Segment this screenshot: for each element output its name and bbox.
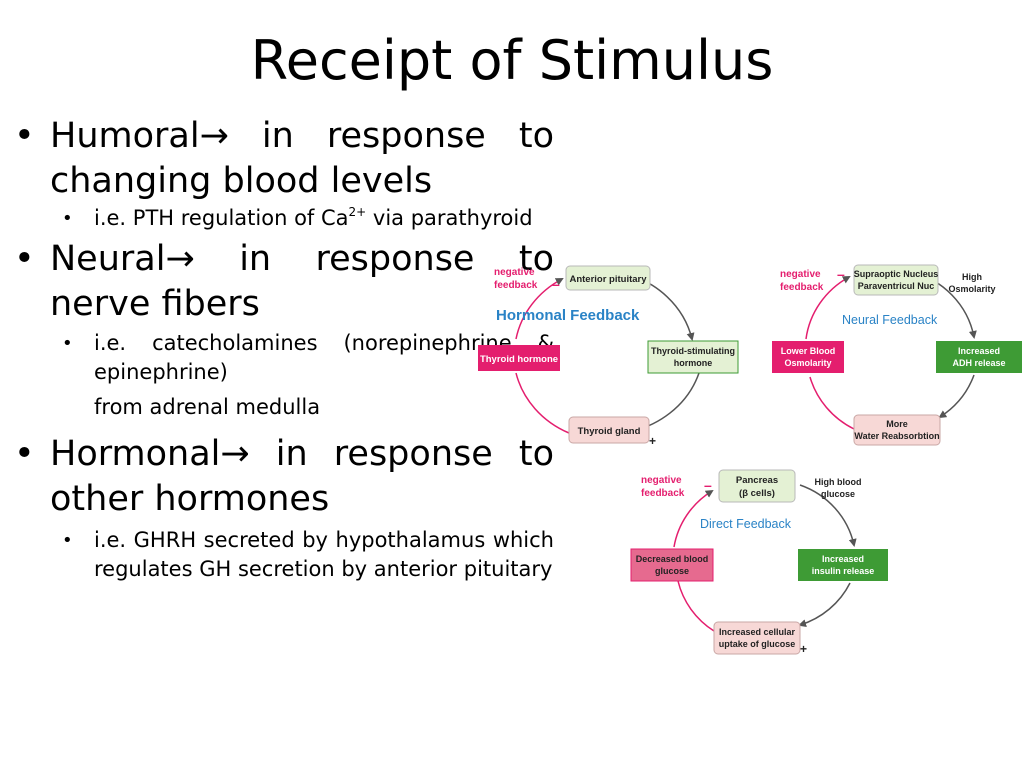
node-label: Osmolarity (784, 358, 831, 368)
node-label: Thyroid hormone (480, 354, 558, 365)
node-label: Thyroid gland (578, 426, 641, 437)
node-label: uptake of glucose (719, 639, 796, 649)
node-label: insulin release (812, 566, 875, 576)
node-label: Thyroid-stimulating (651, 346, 735, 356)
negative-feedback-arrow (805, 276, 851, 340)
cycle-arrow (677, 580, 715, 632)
node-glucose-uptake (713, 621, 801, 655)
stimulus-label: glucose (821, 489, 855, 499)
bullet-humoral: • Humoral→ in response to changing blood … (14, 114, 554, 204)
negative-feedback-label: negative (641, 475, 682, 486)
node-label: Lower Blood (781, 346, 836, 356)
node-label: Increased (958, 346, 1000, 356)
node-increased-adh (936, 341, 1022, 373)
negative-feedback-label: feedback (494, 280, 538, 291)
sub-bullet-humoral: • i.e. PTH regulation of Ca2+ via parathy… (14, 204, 554, 233)
sub-bullet-neural-cont: from adrenal medulla (14, 393, 554, 422)
cycle-arrow (798, 582, 851, 628)
plus-sign: + (800, 642, 807, 656)
bullet-neural: • Neural→ in response to nerve fibers (14, 237, 554, 327)
sub-bullet-text: i.e. catecholamines (norepinephrine & ep… (94, 331, 554, 384)
node-label: Increased (822, 554, 864, 564)
arrow-icon: → (165, 239, 195, 279)
node-thyroid-gland (568, 416, 650, 444)
diagram-title: Direct Feedback (700, 517, 792, 531)
node-label: Decreased blood (636, 554, 709, 564)
arrow-icon: → (199, 116, 229, 156)
node-label: More (886, 419, 908, 429)
plus-sign: + (649, 434, 656, 448)
node-supraoptic-nucleus (853, 264, 939, 296)
diagram-title: Hormonal Feedback (496, 307, 640, 324)
node-label: Pancreas (736, 475, 778, 486)
minus-sign: – (552, 276, 560, 292)
stimulus-label: High (962, 272, 982, 282)
cycle-arrow (799, 484, 857, 547)
negative-feedback-arrow (673, 489, 714, 548)
node-label: (β cells) (739, 488, 775, 499)
node-thyroid-hormone (478, 345, 560, 371)
superscript-charge: 2+ (348, 205, 367, 219)
cycle-arrow (515, 372, 570, 434)
negative-feedback-arrow (515, 278, 564, 340)
node-label: Increased cellular (719, 627, 796, 637)
stimulus-label: High blood (815, 477, 862, 487)
node-label: ADH release (952, 358, 1005, 368)
direct-feedback-diagram: Pancreas (β cells) High blood glucose De… (630, 469, 888, 656)
sub-bullet-dot: • (62, 530, 73, 551)
node-label: Supraoptic Nucleus (854, 269, 939, 279)
node-label: Water Reabsorbtion (854, 431, 939, 441)
negative-feedback-label: negative (780, 269, 821, 280)
sub-bullet-dot: • (62, 208, 73, 229)
neural-feedback-diagram: Supraoptic Nucleus Paraventricul Nuc Hig… (772, 264, 1022, 446)
arrow-icon: → (220, 434, 250, 474)
diagram-title: Neural Feedback (842, 313, 938, 327)
sub-bullet-text: i.e. PTH regulation of Ca (94, 206, 349, 230)
bullet-hormonal: • Hormonal→ in response to other hormones (14, 432, 554, 522)
bullet-dot: • (14, 434, 35, 474)
sub-bullet-text: i.e. GHRH secreted by hypothalamus which… (94, 528, 554, 581)
feedback-diagrams: Anterior pituitary Thyroid hormone Thyro… (478, 264, 1022, 656)
minus-sign: – (704, 477, 712, 493)
sub-bullet-hormonal: • i.e. GHRH secreted by hypothalamus whic… (14, 526, 554, 584)
bullet-text: in response to other hormones (50, 434, 554, 519)
node-label: glucose (655, 566, 689, 576)
node-increased-insulin (798, 549, 888, 581)
hormonal-feedback-diagram: Anterior pituitary Thyroid hormone Thyro… (478, 265, 739, 448)
cycle-arrow (809, 376, 855, 430)
sub-bullet-neural: • i.e. catecholamines (norepinephrine & e… (14, 329, 554, 387)
bullet-dot: • (14, 239, 35, 279)
bullet-term: Hormonal (50, 434, 221, 474)
node-tsh (647, 340, 739, 374)
bullet-text: in response to nerve fibers (50, 239, 554, 324)
bullet-list: •Humoral→ in response to changing blood … (14, 114, 554, 584)
sub-bullet-text-end: from adrenal medulla (94, 395, 321, 419)
cycle-arrow (938, 374, 975, 419)
node-label: Anterior pituitary (569, 274, 647, 285)
node-label: hormone (674, 358, 713, 368)
node-anterior-pituitary (565, 265, 651, 291)
sub-bullet-dot: • (62, 333, 73, 354)
node-label: Paraventricul Nuc (858, 281, 935, 291)
minus-sign: – (837, 266, 845, 282)
node-decreased-glucose (630, 548, 714, 582)
negative-feedback-label: feedback (641, 488, 685, 499)
bullet-dot: • (14, 116, 35, 156)
bullet-term: Neural (50, 239, 166, 279)
stimulus-label: Osmolarity (948, 284, 995, 294)
negative-feedback-label: feedback (780, 282, 824, 293)
sub-bullet-text-end: via parathyroid (366, 206, 533, 230)
bullet-text: in response to changing blood levels (50, 116, 554, 201)
negative-feedback-label: negative (494, 267, 535, 278)
slide-title: Receipt of Stimulus (250, 29, 774, 92)
bullet-term: Humoral (50, 116, 200, 156)
node-water-reabsorption (853, 414, 941, 446)
node-lower-blood-osmolarity (772, 341, 844, 373)
node-pancreas (718, 469, 796, 503)
